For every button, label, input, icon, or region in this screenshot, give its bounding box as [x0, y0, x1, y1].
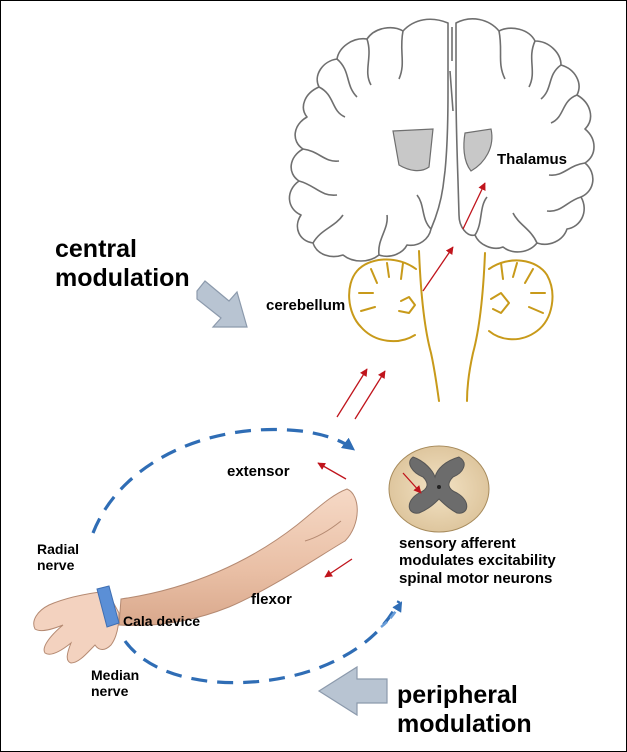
- brain-icon: [289, 19, 594, 261]
- peripheral-line1: peripheral: [397, 681, 532, 710]
- extensor-label: extensor: [227, 463, 290, 480]
- central-line1: central: [55, 235, 190, 264]
- arm-icon: [34, 489, 357, 663]
- peripheral-modulation-label: peripheral modulation: [397, 681, 532, 739]
- cala-device-label: Cala device: [123, 613, 200, 629]
- spinal-cord-section-icon: [389, 446, 489, 532]
- thalamus-label: Thalamus: [497, 151, 567, 168]
- median-line2: nerve: [91, 683, 139, 699]
- central-modulation-label: central modulation: [55, 235, 190, 293]
- median-nerve-label: Median nerve: [91, 667, 139, 699]
- flexor-label: flexor: [251, 591, 292, 608]
- sensory-line1: sensory afferent: [399, 535, 556, 552]
- peripheral-block-arrow: [319, 667, 387, 715]
- radial-line2: nerve: [37, 557, 79, 573]
- left-thalamus: [393, 129, 433, 171]
- median-line1: Median: [91, 667, 139, 683]
- right-thalamus: [464, 129, 492, 171]
- sensory-line3: spinal motor neurons: [399, 570, 556, 587]
- peripheral-line2: modulation: [397, 710, 532, 739]
- sensory-line2: modulates excitability: [399, 552, 556, 569]
- cerebellum-label: cerebellum: [266, 297, 345, 314]
- central-block-arrow: [197, 281, 247, 327]
- central-line2: modulation: [55, 264, 190, 293]
- sensory-afferent-label: sensory afferent modulates excitability …: [399, 535, 556, 587]
- radial-line1: Radial: [37, 541, 79, 557]
- radial-nerve-label: Radial nerve: [37, 541, 79, 573]
